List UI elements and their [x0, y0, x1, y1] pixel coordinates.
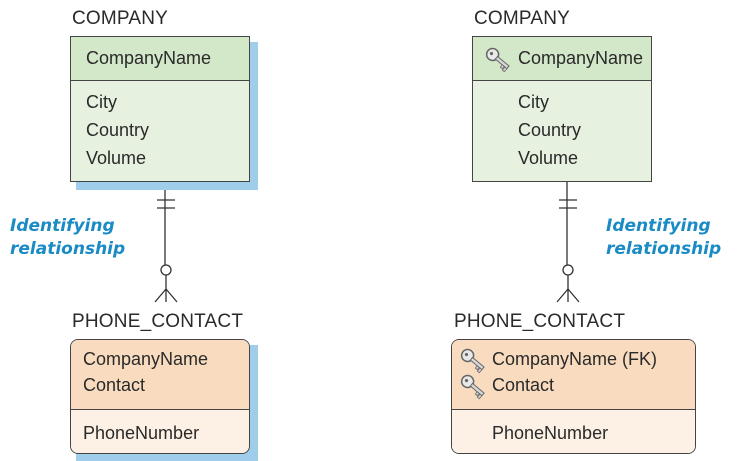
- right-phone-key-companyname-fk: CompanyName (FK): [492, 349, 658, 369]
- right-company-attr-country: Country: [518, 120, 582, 140]
- left-parent-title: COMPANY: [72, 8, 169, 29]
- right-relationship-line: [556, 182, 580, 303]
- right-company-attr-section: City Country Volume: [473, 81, 651, 181]
- left-phone-attr-section: PhoneNumber: [71, 410, 249, 453]
- left-company-attr-volume: Volume: [86, 148, 147, 168]
- right-company-key-section: CompanyName: [473, 37, 651, 81]
- right-relationship-label: Identifying relationship: [606, 215, 721, 261]
- left-child-title: PHONE_CONTACT: [72, 311, 244, 332]
- left-phone-attr-phonenumber: PhoneNumber: [83, 423, 200, 443]
- left-company-attr-country: Country: [86, 120, 150, 140]
- right-label-line-1: Identifying: [606, 216, 711, 236]
- key-icon: [460, 374, 485, 400]
- left-phone-contact-entity: CompanyName Contact PhoneNumber: [70, 339, 250, 454]
- right-phone-attr-section: PhoneNumber: [452, 410, 695, 453]
- left-phone-key-section: CompanyName Contact: [71, 340, 249, 410]
- left-label-line-2: relationship: [10, 239, 126, 259]
- left-label-line-1: Identifying: [10, 216, 115, 236]
- right-label-line-2: relationship: [606, 239, 722, 259]
- key-icon: [460, 348, 485, 374]
- right-phone-attr-phonenumber: PhoneNumber: [492, 423, 609, 443]
- left-company-entity: CompanyName City Country Volume: [70, 36, 250, 182]
- right-phone-contact-entity: CompanyName (FK) Contact PhoneNumber: [451, 339, 696, 454]
- right-parent-title: COMPANY: [474, 8, 571, 29]
- right-phone-key-section: CompanyName (FK) Contact: [452, 340, 695, 410]
- left-company-key-attr: CompanyName: [86, 48, 212, 68]
- left-company-key-section: CompanyName: [71, 37, 249, 81]
- left-company-attr-city: City: [86, 92, 117, 112]
- left-phone-key-companyname: CompanyName: [83, 349, 209, 369]
- right-company-key-attr: CompanyName: [518, 48, 644, 68]
- right-company-attr-city: City: [518, 92, 549, 112]
- left-relationship-label: Identifying relationship: [10, 215, 125, 261]
- right-company-attr-volume: Volume: [518, 148, 579, 168]
- right-phone-key-contact: Contact: [492, 375, 555, 395]
- left-company-attr-section: City Country Volume: [71, 81, 249, 181]
- key-icon: [485, 47, 510, 73]
- left-relationship-line: [154, 182, 178, 303]
- right-company-entity: CompanyName City Country Volume: [472, 36, 652, 182]
- left-phone-key-contact: Contact: [83, 375, 146, 395]
- right-child-title: PHONE_CONTACT: [454, 311, 626, 332]
